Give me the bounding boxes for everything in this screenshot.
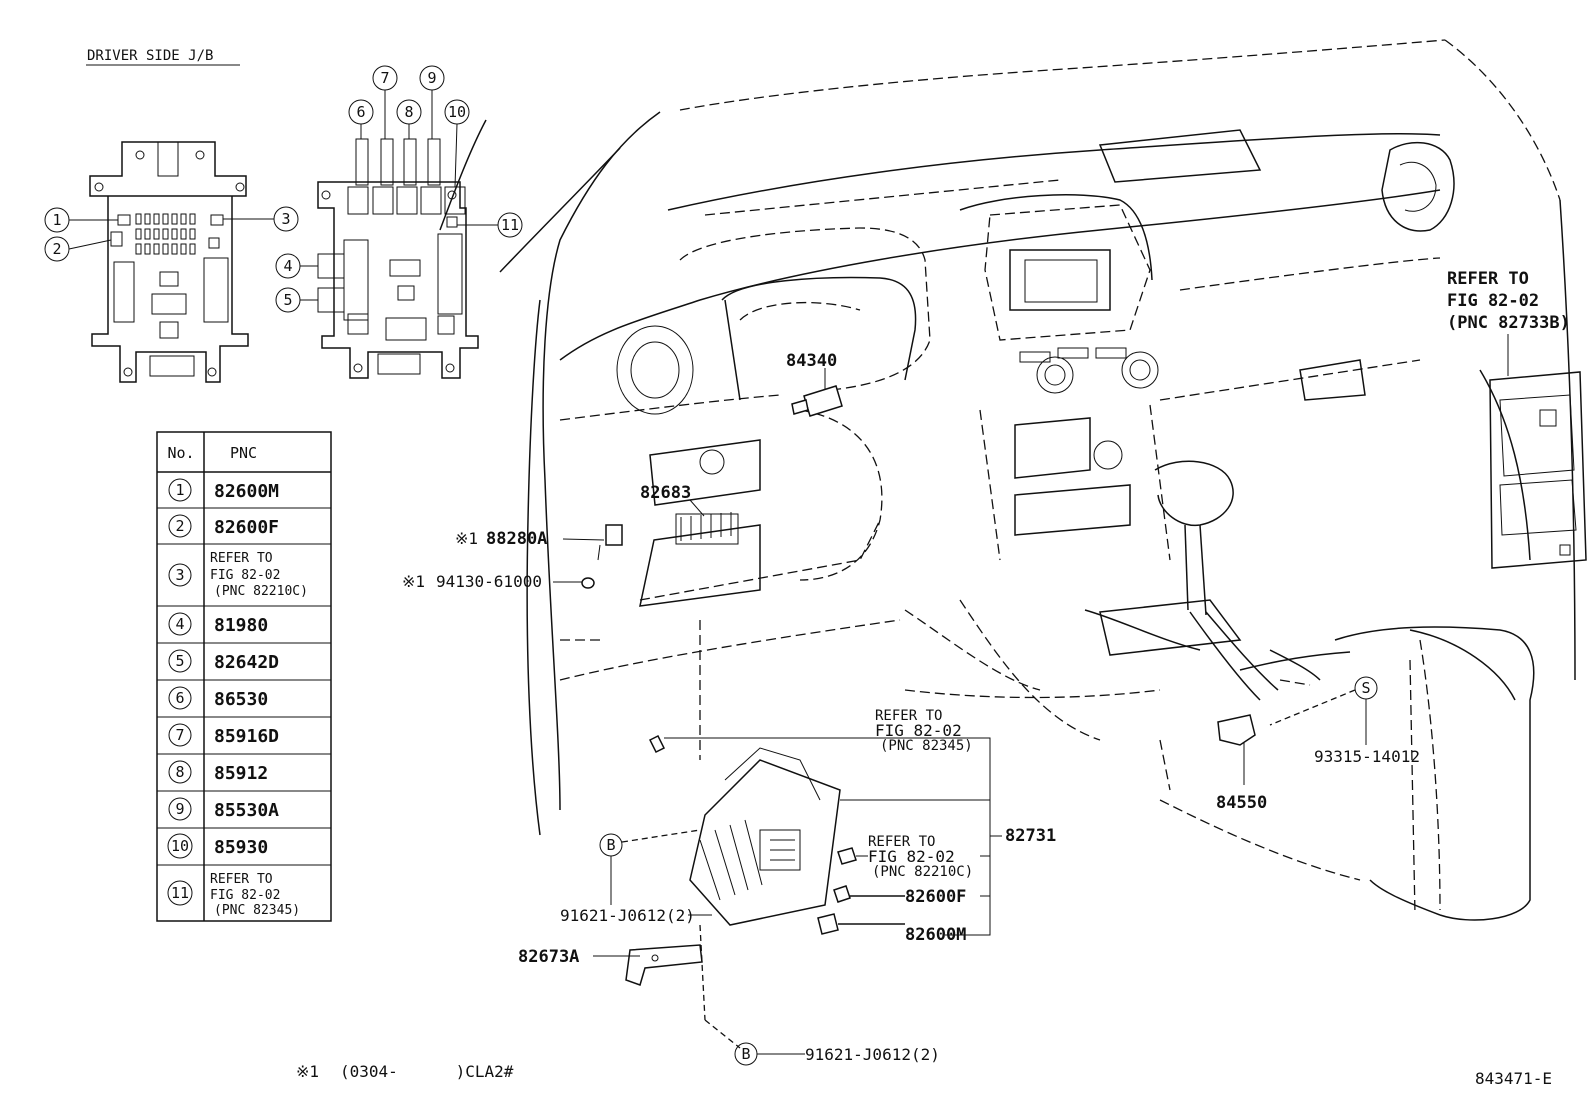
table-header-no: No. [167,444,194,462]
jb-front-callouts: 1 2 3 [44,206,299,262]
part-84340 [791,368,843,417]
table-row-pnc: 85912 [214,763,268,784]
part-right-jb [1489,371,1587,569]
label-82600f: 82600F [905,887,966,907]
b-mark-2: B [741,1045,750,1063]
ref-82345-line: FIG 82-02 [875,721,962,740]
label-82673a: 82673A [518,947,579,967]
callout-11: 11 [501,216,519,234]
part-82210c [837,847,857,865]
label-mark-2: ※1 [402,572,425,591]
label-94130: 94130-61000 [436,572,542,591]
ref-82210c-line: (PNC 82210C) [872,864,973,880]
table-row-no: 11 [171,884,189,902]
ref-right-line: FIG 82-02 [1447,291,1539,311]
callout-7: 7 [380,69,389,87]
ref-right-line: (PNC 82733B) [1447,313,1570,333]
table-row-no: 6 [175,689,184,707]
ref-82345-line: REFER TO [875,708,942,724]
label-84550: 84550 [1216,793,1267,813]
table-row-ref-line: REFER TO [210,551,273,566]
callout-3: 3 [281,210,290,228]
label-bolt-b-1: 91621-J0612(2) [560,906,695,925]
table-row-no: 7 [175,726,184,744]
part-82683 [639,439,761,607]
table-row-pnc: 85930 [214,837,268,858]
callout-10: 10 [448,103,466,121]
label-82683: 82683 [640,483,691,503]
table-row-no: 3 [175,566,184,584]
part-82731-jb [648,734,841,926]
ref-right-line: REFER TO [1447,269,1529,289]
ref-82210c-line: FIG 82-02 [868,847,955,866]
callout-1: 1 [52,211,61,229]
b-mark-1: B [606,836,615,854]
footnote-mark: ※1 [296,1062,319,1081]
table-row-pnc: 86530 [214,689,268,710]
table-header-pnc: PNC [230,444,257,462]
part-82600f [833,885,851,903]
table-row-pnc: 81980 [214,615,268,636]
callout-4: 4 [283,257,292,275]
table-row-no: 9 [175,800,184,818]
table-row-no: 8 [175,763,184,781]
jb-front-view [89,141,249,383]
label-82600m: 82600M [905,925,966,945]
table-row-ref-line: (PNC 82345) [214,903,300,918]
table-row-ref-line: (PNC 82210C) [214,584,308,599]
label-82731: 82731 [1005,826,1056,846]
callout-6: 6 [356,103,365,121]
table-row-ref-line: FIG 82-02 [210,888,280,903]
callout-5: 5 [283,291,292,309]
label-88280a: 88280A [486,529,547,549]
part-94130 [581,577,595,589]
center-display [1009,249,1111,311]
part-84550 [1217,714,1256,746]
label-84340: 84340 [786,351,837,371]
jb-rear-callouts: 4 5 6 7 8 9 10 11 [275,65,523,313]
part-82600m [817,913,839,935]
table-row-ref-line: REFER TO [210,872,273,887]
figure-id: 843471-E [1475,1069,1552,1088]
table-row-pnc: 82600M [214,481,279,502]
table-row-no: 10 [171,837,189,855]
table-row-pnc: 85916D [214,726,279,747]
part-82673a [625,944,703,986]
jb-rear-view [317,138,479,379]
footnote-text: (0304- )CLA2# [340,1062,514,1081]
label-bolt-b-2: 91621-J0612(2) [805,1045,940,1064]
table-row-pnc: 85530A [214,800,279,821]
part-88280a [597,524,623,561]
dashboard-illustration [439,39,1576,921]
table-row-no: 1 [175,481,184,499]
callout-8: 8 [404,103,413,121]
s-mark: S [1361,679,1370,697]
ref-82210c-line: REFER TO [868,834,935,850]
label-mark-1: ※1 [455,529,478,548]
callout-2: 2 [52,240,61,258]
callout-9: 9 [427,69,436,87]
table-row-no: 4 [175,615,184,633]
table-row-pnc: 82600F [214,517,279,538]
table-row-ref-line: FIG 82-02 [210,568,280,583]
table-row-no: 2 [175,517,184,535]
table-row-pnc: 82642D [214,652,279,673]
label-93315: 93315-14012 [1314,747,1420,766]
pnc-table: No. PNC 1 82600M 2 82600F 3 REFER TO FIG… [156,431,332,922]
jb-title: DRIVER SIDE J/B [87,48,213,64]
table-row-no: 5 [175,652,184,670]
ref-82345-line: (PNC 82345) [880,738,973,754]
